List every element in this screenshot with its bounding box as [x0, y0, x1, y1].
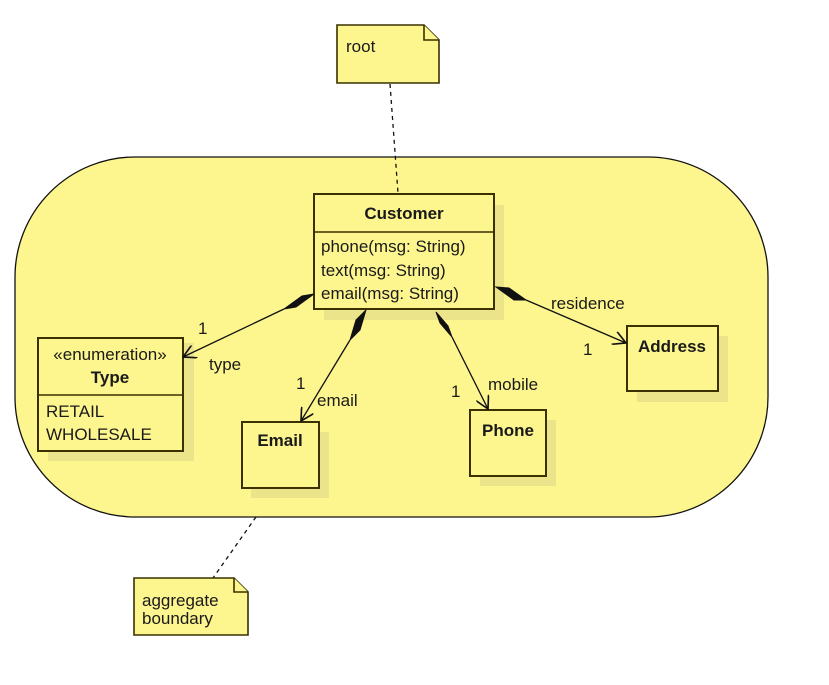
role-email: email [317, 391, 358, 410]
note-aggregate-line2: boundary [142, 609, 213, 628]
class-phone[interactable]: Phone [469, 409, 547, 477]
note-aggregate-boundary[interactable]: aggregate boundary [133, 577, 249, 636]
role-phone: mobile [488, 375, 538, 394]
association-phone[interactable]: 1 mobile [435, 311, 538, 409]
class-phone-name: Phone [482, 421, 534, 440]
customer-operation: text(msg: String) [321, 261, 446, 280]
note-aggregate-line1: aggregate [142, 591, 219, 610]
association-email[interactable]: 1 email [296, 309, 367, 421]
type-stereotype: «enumeration» [53, 345, 166, 364]
multiplicity-email: 1 [296, 374, 305, 393]
multiplicity-address: 1 [583, 340, 592, 359]
class-email-name: Email [257, 431, 302, 450]
class-customer[interactable]: Customer phone(msg: String) text(msg: St… [313, 193, 495, 310]
enum-literal: RETAIL [46, 402, 104, 421]
class-email[interactable]: Email [241, 421, 320, 489]
class-type-name: Type [91, 368, 129, 387]
role-address: residence [551, 294, 625, 313]
class-type-enumeration[interactable]: «enumeration» Type RETAIL WHOLESALE [37, 337, 184, 452]
enum-literal: WHOLESALE [46, 425, 152, 444]
class-address[interactable]: Address [626, 325, 719, 392]
class-customer-name: Customer [364, 204, 444, 223]
note-root-text: root [346, 37, 376, 56]
customer-operation: phone(msg: String) [321, 237, 466, 256]
note-root-connector [389, 83, 399, 194]
class-address-name: Address [638, 337, 706, 356]
association-address[interactable]: 1 residence [494, 286, 626, 359]
aggregate-boundary[interactable] [14, 156, 769, 518]
note-aggregate-connector [212, 516, 257, 579]
multiplicity-phone: 1 [451, 382, 460, 401]
association-type[interactable]: 1 type [183, 293, 315, 374]
note-root[interactable]: root [336, 24, 440, 84]
customer-operation: email(msg: String) [321, 284, 459, 303]
multiplicity-type: 1 [198, 319, 207, 338]
role-type: type [209, 355, 241, 374]
